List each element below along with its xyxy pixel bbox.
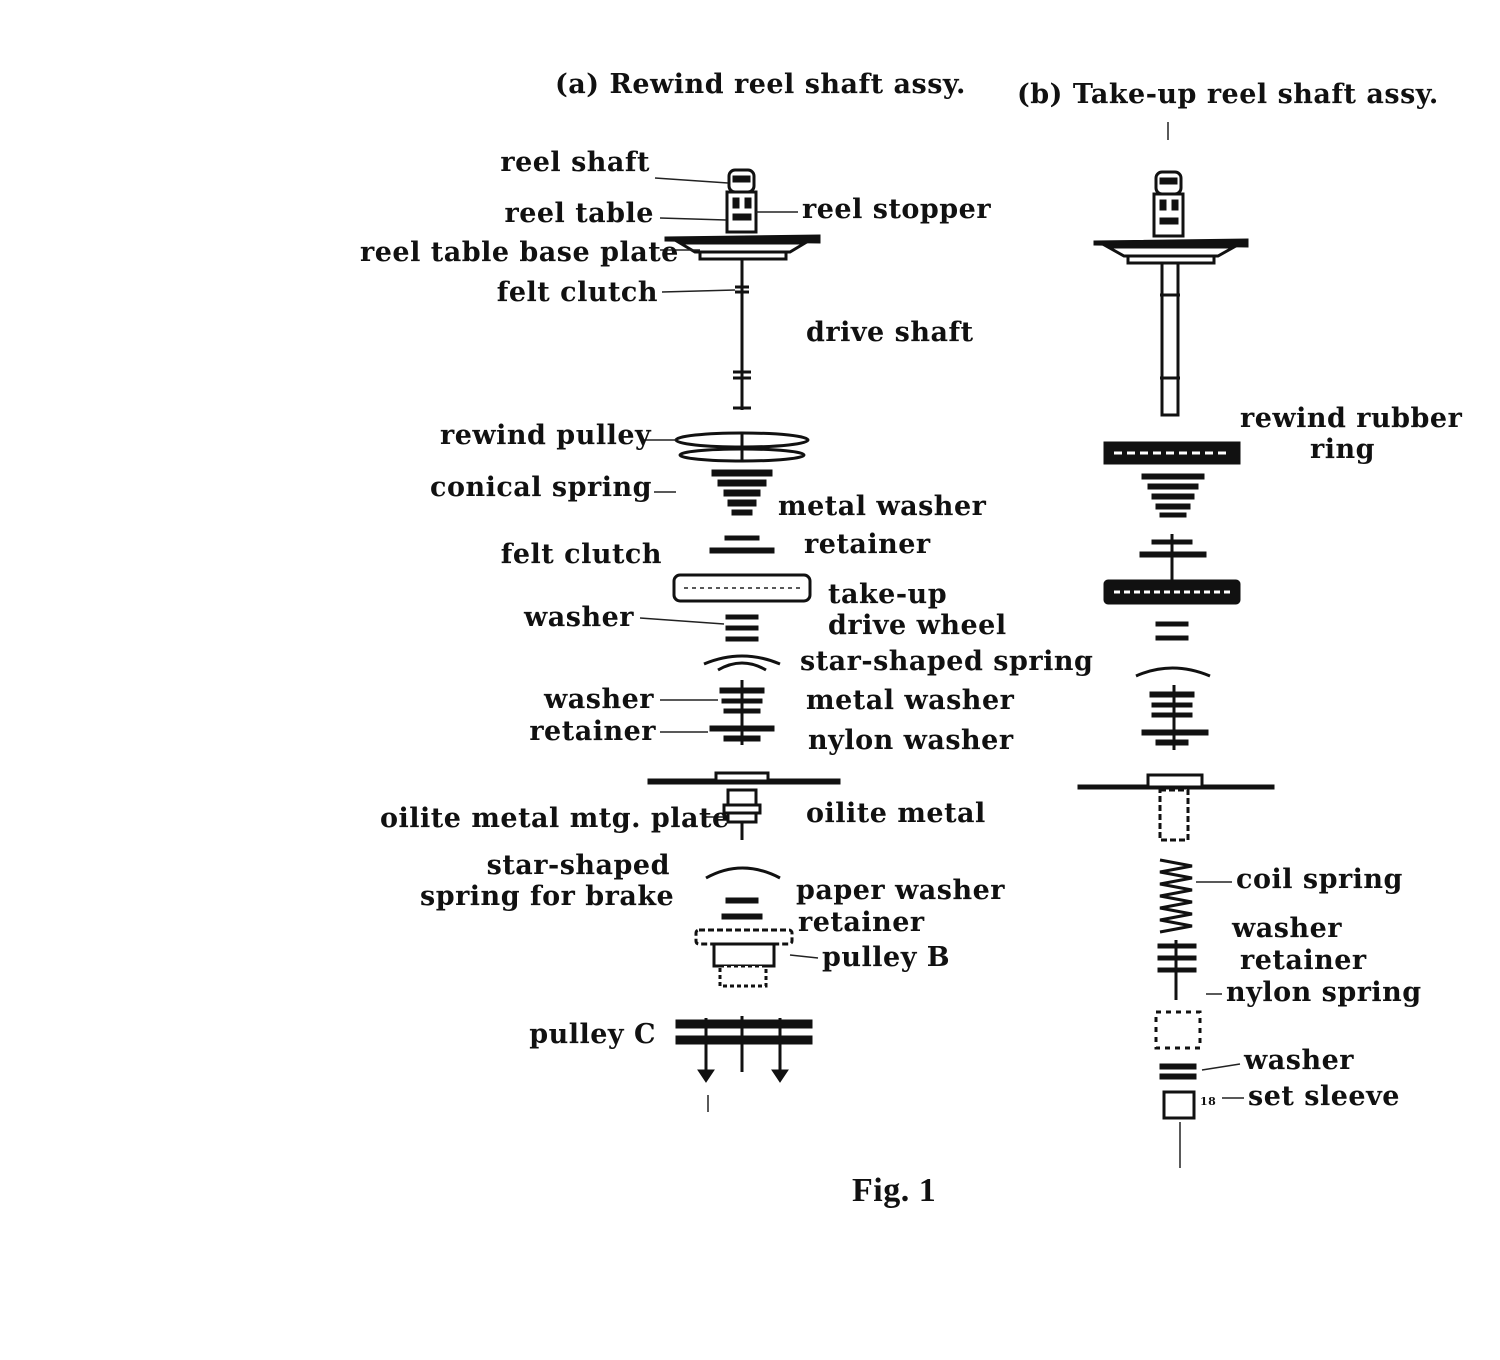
takeup-lower-stack-part — [1141, 685, 1209, 750]
label-felt-clutch: felt clutch — [496, 277, 658, 308]
label-reel-table: reel table — [504, 198, 654, 229]
lower-washer-stack-part — [709, 680, 775, 745]
takeup-leader-lines — [1196, 881, 1244, 1099]
label-star-shaped-spring: star-shaped spring — [800, 646, 1094, 677]
set-sleeve-part — [1162, 1090, 1196, 1120]
label-small-mark: 18 — [1200, 1095, 1217, 1108]
label-oilite-metal: oilite metal — [806, 798, 986, 829]
label-pulley-b: pulley B — [822, 942, 951, 973]
label-reel-table-base-plate: reel table base plate — [360, 237, 679, 268]
retainer-part — [709, 535, 775, 554]
takeup-assembly-parts — [1077, 122, 1275, 1168]
label-coil-spring: coil spring — [1236, 864, 1403, 895]
rewind-leader-lines — [639, 177, 819, 959]
label-takeup-washer: washer — [1232, 913, 1342, 944]
washer-stack-part — [725, 614, 759, 642]
label-retainer: retainer — [804, 529, 931, 560]
takeup-drive-wheel-part — [672, 573, 812, 603]
takeup-mtg-plate-part — [1077, 773, 1275, 842]
label-reel-shaft: reel shaft — [500, 147, 650, 178]
coil-spring-part — [1159, 858, 1193, 934]
label-nylon-spring: nylon spring — [1226, 977, 1422, 1008]
rewind-pulley-part — [674, 431, 810, 463]
takeup-drive-wheel-b-part — [1103, 579, 1241, 605]
label-felt-clutch-2: felt clutch — [500, 539, 662, 570]
rewind-rubber-ring-part — [1103, 441, 1241, 465]
label-washer-2: washer — [544, 684, 654, 715]
title-rewind-assy: (a) Rewind reel shaft assy. — [555, 69, 966, 100]
takeup-star-spring-part — [1135, 666, 1211, 678]
nylon-spring-part — [1154, 1010, 1202, 1050]
label-nylon-washer: nylon washer — [808, 725, 1014, 756]
brake-spring-part — [705, 866, 781, 880]
reel-table-part — [664, 234, 821, 261]
takeup-reel-shaft-part — [1152, 170, 1185, 238]
label-retainer-3: retainer — [798, 907, 925, 938]
label-oilite-metal-mtg-plate: oilite metal mtg. plate — [380, 803, 730, 834]
label-metal-washer-2: metal washer — [806, 685, 1015, 716]
label-metal-washer: metal washer — [778, 491, 987, 522]
rewind-assembly-parts — [639, 168, 841, 1112]
takeup-washer-part — [1155, 621, 1189, 641]
label-washer: washer — [524, 602, 634, 633]
title-takeup-assy: (b) Take-up reel shaft assy. — [1017, 79, 1439, 110]
takeup-reel-table-part — [1093, 238, 1249, 265]
conical-spring-part — [711, 469, 773, 516]
label-conical-spring: conical spring — [430, 472, 652, 503]
label-star-shaped-line1: star-shaped — [486, 850, 670, 881]
figure-caption: Fig. 1 — [852, 1172, 937, 1209]
pulley-b-part — [694, 928, 794, 988]
takeup-conical-spring-part — [1141, 473, 1205, 518]
label-drive-wheel: drive wheel — [828, 610, 1007, 641]
label-retainer-2: retainer — [529, 716, 656, 747]
takeup-bottom-washer-part — [1159, 1063, 1197, 1080]
takeup-washer-retainer-part — [1157, 940, 1197, 1000]
drive-shaft-part — [733, 259, 751, 410]
label-spring-for-brake: spring for brake — [420, 881, 675, 912]
label-rewind-rubber: rewind rubber — [1240, 403, 1463, 434]
label-ring: ring — [1310, 434, 1375, 465]
label-takeup-washer-2: washer — [1244, 1045, 1354, 1076]
oilite-mtg-plate-part — [647, 771, 841, 840]
label-take-up: take-up — [828, 579, 948, 610]
label-reel-stopper: reel stopper — [802, 194, 992, 225]
label-takeup-retainer: retainer — [1240, 945, 1367, 976]
label-rewind-pulley: rewind pulley — [440, 420, 652, 451]
takeup-retainer-part — [1139, 534, 1207, 580]
reel-shaft-part — [725, 168, 758, 234]
paper-washer-retainer-part — [721, 897, 763, 920]
pulley-c-part — [675, 1016, 813, 1112]
star-shaped-spring-part — [703, 654, 781, 672]
label-set-sleeve: set sleeve — [1248, 1081, 1400, 1112]
label-pulley-c: pulley C — [529, 1019, 656, 1050]
label-paper-washer: paper washer — [796, 875, 1006, 906]
label-drive-shaft: drive shaft — [806, 317, 974, 348]
takeup-drive-shaft-part — [1160, 261, 1180, 417]
